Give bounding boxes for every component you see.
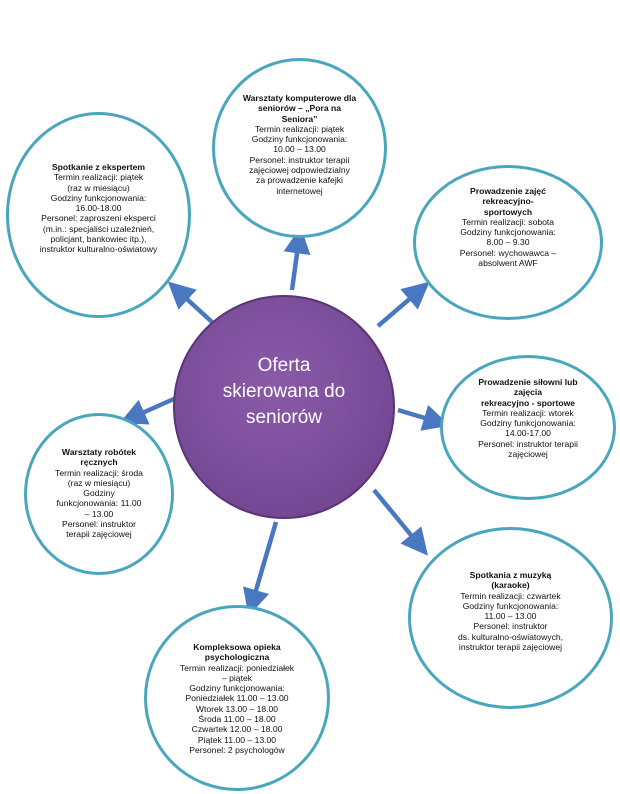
- node-handcraft-circle: [24, 413, 174, 575]
- node-music-title: Spotkania z muzyką (karaoke): [469, 570, 552, 591]
- node-handcraft-title: Warsztaty robótek ręcznych: [61, 447, 137, 468]
- node-recreation-title: Prowadzenie zajęć rekreacyjno- sportowyc…: [470, 186, 546, 217]
- arrow-to-music: [372, 488, 428, 556]
- node-computer-workshops: Warsztaty komputerowe dla seniorów – „Po…: [222, 93, 377, 196]
- node-music: Spotkania z muzyką (karaoke) Termin real…: [418, 570, 603, 652]
- node-expert-circle: [6, 112, 191, 318]
- node-computer-body: Termin realizacji: piątek Godziny funkcj…: [249, 123, 350, 196]
- node-expert-body: Termin realizacji: piątek (raz w miesiąc…: [39, 172, 158, 255]
- node-handcraft-body: Termin realizacji: środa (raz w miesiącu…: [55, 467, 143, 540]
- node-psych-body: Termin realizacji: poniedziałek – piątek…: [179, 662, 295, 755]
- arrow-to-computer: [283, 226, 311, 291]
- node-gym-body: Termin realizacji: wtorek Godziny funkcj…: [478, 407, 578, 460]
- node-computer-title: Warsztaty komputerowe dla seniorów – „Po…: [242, 93, 357, 124]
- node-gym-circle: [440, 355, 616, 500]
- center-circle: [173, 295, 395, 519]
- node-psych-title: Kompleksowa opieka psychologiczna: [193, 642, 281, 663]
- arrow-to-handcraft: [119, 395, 177, 425]
- node-music-circle: [408, 527, 613, 709]
- node-handcraft: Warsztaty robótek ręcznych Termin realiz…: [34, 447, 164, 540]
- node-psych-circle: [144, 605, 330, 791]
- node-computer-workshops-circle: [212, 58, 387, 238]
- arrow-to-gym: [397, 404, 451, 431]
- node-recreation-circle: [413, 165, 603, 320]
- node-gym-title: Prowadzenie siłowni lub zajęcia rekreacy…: [478, 377, 578, 408]
- center-label: Oferta skierowana do seniorów: [222, 355, 346, 428]
- node-gym: Prowadzenie siłowni lub zajęcia rekreacy…: [448, 377, 608, 459]
- node-recreation-body: Termin realizacji: sobota Godziny funkcj…: [459, 216, 557, 269]
- arrow-to-recreation: [376, 281, 430, 328]
- node-recreation: Prowadzenie zajęć rekreacyjno- sportowyc…: [423, 186, 593, 268]
- arrow-to-expert: [167, 281, 214, 324]
- node-music-body: Termin realizacji: czwartek Godziny funk…: [457, 590, 564, 653]
- node-expert: Spotkanie z ekspertem Termin realizacji:…: [16, 162, 181, 255]
- arrow-to-psych: [243, 521, 279, 617]
- node-expert-title: Spotkanie z ekspertem: [51, 162, 146, 172]
- node-psych: Kompleksowa opieka psychologiczna Termin…: [154, 642, 320, 755]
